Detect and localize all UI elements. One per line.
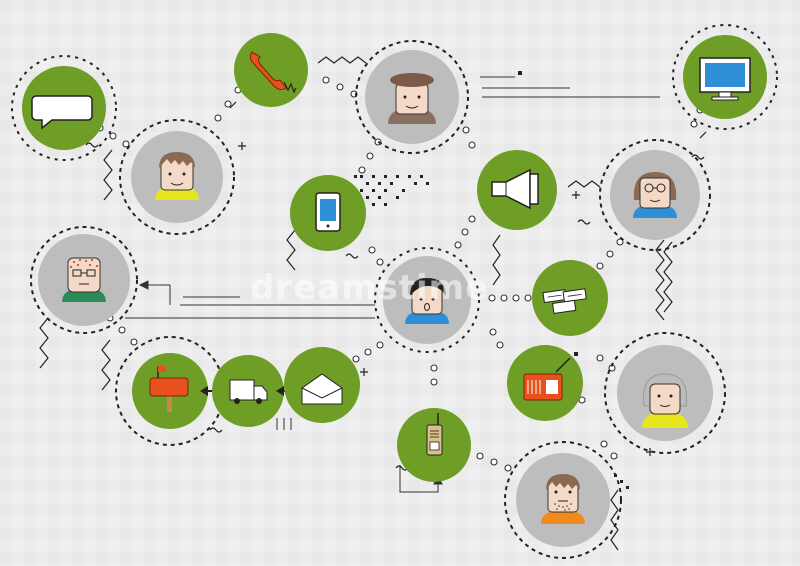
- person-beret-node: [365, 50, 459, 144]
- person-brown-hair-icon: [155, 152, 199, 200]
- speech-bubble-node: [22, 66, 106, 150]
- person-talking-icon: [405, 278, 449, 324]
- person-old-man-node: [38, 234, 130, 326]
- person-talking-node: [383, 256, 471, 344]
- person-grey-hair-woman-node: [617, 345, 713, 441]
- walkie-talkie-node: [397, 408, 471, 482]
- envelope-icon: [301, 373, 343, 405]
- telephone-icon: [249, 51, 297, 94]
- person-glasses-woman-icon: [633, 172, 677, 218]
- radio-icon: [523, 357, 571, 401]
- mobile-phone-node: [290, 175, 366, 251]
- tickets-icon: [542, 288, 587, 314]
- mailbox-node: [132, 353, 208, 429]
- speech-bubble-icon: [31, 95, 93, 130]
- person-stubble-node: [516, 453, 610, 547]
- connector-lines: [125, 76, 660, 493]
- person-glasses-woman-node: [610, 150, 700, 240]
- radio-node: [507, 345, 583, 421]
- mailbox-icon: [149, 366, 189, 412]
- telephone-node: [234, 33, 308, 107]
- tickets-node: [532, 260, 608, 336]
- delivery-van-node: [212, 355, 284, 427]
- walkie-talkie-icon: [426, 413, 443, 456]
- delivery-van-icon: [229, 379, 268, 404]
- mobile-phone-icon: [315, 192, 341, 232]
- envelope-node: [284, 347, 360, 423]
- person-brown-hair-node: [131, 131, 223, 223]
- person-old-man-icon: [62, 257, 106, 302]
- person-stubble-icon: [541, 474, 585, 524]
- megaphone-node: [477, 150, 557, 230]
- megaphone-icon: [491, 168, 539, 210]
- person-beret-icon: [388, 73, 436, 124]
- monitor-node: [683, 35, 767, 119]
- zigzag-decorations: [39, 56, 707, 551]
- person-grey-hair-woman-icon: [642, 373, 688, 428]
- monitor-icon: [699, 57, 751, 101]
